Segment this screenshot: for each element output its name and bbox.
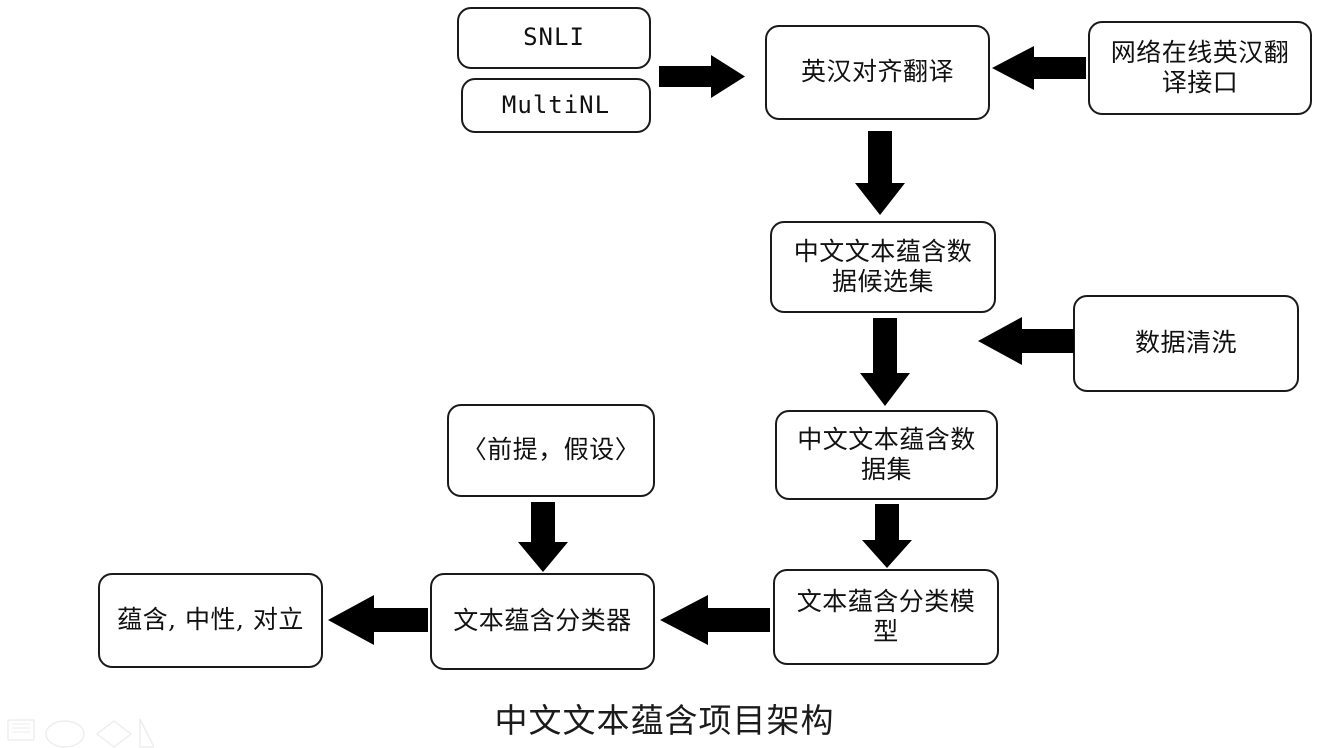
shape-tool-icons — [4, 715, 156, 748]
arrow-api-to-align-icon — [992, 46, 1086, 90]
node-snli[interactable]: SNLI — [457, 7, 651, 69]
arrow-candidate-to-dataset-icon — [860, 318, 910, 406]
node-classify-model[interactable]: 文本蕴含分类模 型 — [773, 569, 999, 665]
node-label: 文本蕴含分类模 型 — [796, 586, 976, 647]
arrow-clean-to-candidate-icon — [978, 317, 1074, 365]
node-align-translate[interactable]: 英汉对齐翻译 — [765, 25, 990, 120]
arrow-align-to-candidate-icon — [855, 131, 905, 215]
node-label: 〈前提，假设〉 — [461, 435, 641, 465]
node-label: 蕴含, 中性, 对立 — [117, 605, 304, 635]
node-online-api[interactable]: 网络在线英汉翻 译接口 — [1088, 21, 1312, 115]
node-label: MultiNL — [501, 90, 611, 119]
node-data-clean[interactable]: 数据清洗 — [1073, 295, 1299, 392]
arrow-classifier-to-labels-icon — [328, 595, 428, 645]
arrow-premise-to-classifier-icon — [518, 502, 568, 572]
node-label: 英汉对齐翻译 — [800, 57, 954, 87]
node-label: 数据清洗 — [1134, 328, 1237, 358]
arrow-dataset-to-model-icon — [862, 504, 912, 568]
node-label: 中文文本蕴含数 据集 — [797, 424, 976, 485]
figure-title: 中文文本蕴含项目架构 — [494, 701, 835, 740]
node-premise-hypothesis[interactable]: 〈前提，假设〉 — [447, 404, 655, 497]
node-label: 网络在线英汉翻 译接口 — [1110, 37, 1290, 98]
node-label: 文本蕴含分类器 — [453, 606, 632, 636]
node-labels[interactable]: 蕴含, 中性, 对立 — [98, 573, 323, 668]
node-label: 中文文本蕴含数 据候选集 — [793, 236, 973, 297]
node-classifier[interactable]: 文本蕴含分类器 — [430, 573, 655, 670]
node-dataset[interactable]: 中文文本蕴含数 据集 — [775, 410, 998, 500]
node-candidate-set[interactable]: 中文文本蕴含数 据候选集 — [770, 221, 996, 313]
arrow-sources-to-align-icon — [659, 55, 745, 98]
node-multinl[interactable]: MultiNL — [461, 78, 651, 133]
arrow-model-to-classifier-icon — [660, 595, 770, 645]
node-label: SNLI — [523, 23, 585, 52]
